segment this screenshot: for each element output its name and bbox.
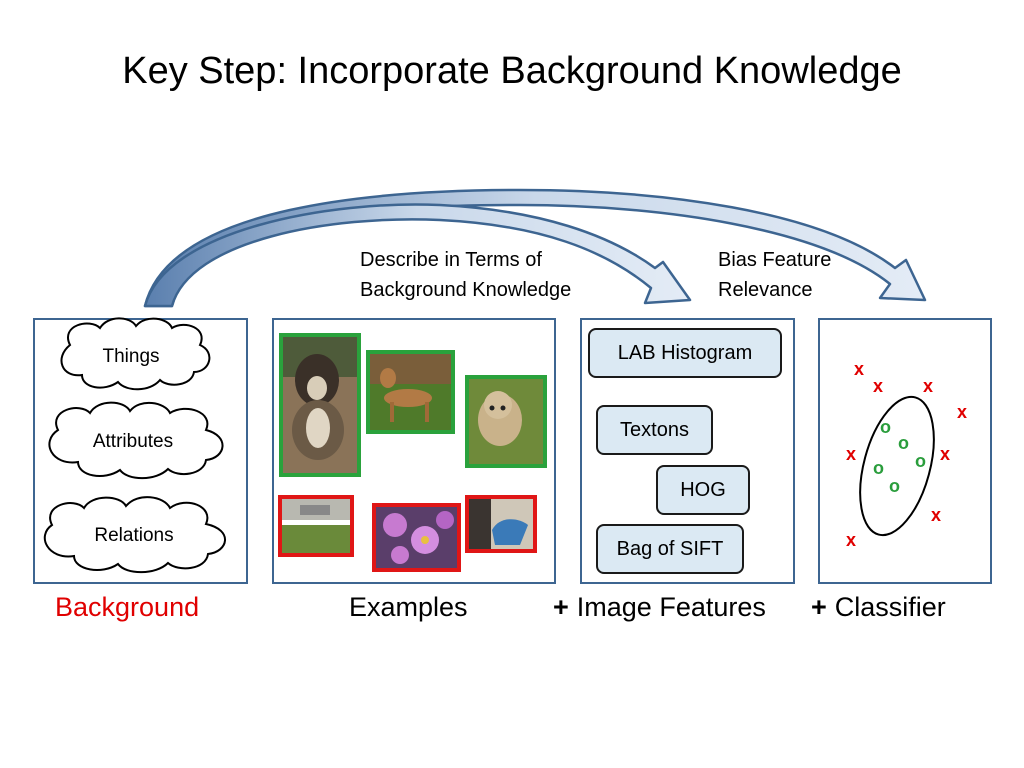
- feature-bag-of-sift: Bag of SIFT: [596, 524, 744, 574]
- negative-example-image: [372, 503, 461, 572]
- cloud-attributes: [48, 401, 224, 480]
- caption-background: Background: [55, 592, 200, 622]
- cloud-relations: [43, 496, 226, 574]
- feature-textons: Textons: [596, 405, 713, 455]
- bias-arrow-label: Bias Feature Relevance: [718, 245, 831, 305]
- plus-sign: +: [553, 592, 569, 622]
- caption-image-features-text: Image Features: [576, 592, 766, 622]
- caption-classifier-text: Classifier: [834, 592, 946, 622]
- negative-sample-mark: x: [854, 359, 865, 379]
- negative-example-image: [278, 495, 354, 557]
- positive-sample-mark: o: [880, 417, 891, 437]
- negative-sample-mark: x: [940, 444, 951, 464]
- negative-sample-mark: x: [957, 402, 968, 422]
- caption-examples: Examples: [349, 592, 468, 622]
- cloud-things: [60, 317, 211, 391]
- negative-example-image: [465, 495, 537, 553]
- plus-sign: +: [811, 592, 827, 622]
- classifier-panel: [818, 318, 992, 584]
- positive-sample-mark: o: [873, 458, 884, 478]
- describe-arrow-label: Describe in Terms of Background Knowledg…: [360, 245, 571, 305]
- caption-image-features: +Image Features: [553, 592, 766, 623]
- slide-title: Key Step: Incorporate Background Knowled…: [122, 50, 902, 92]
- cloud-things-label: Things: [102, 346, 160, 367]
- positive-example-image: [366, 350, 455, 434]
- negative-sample-mark: x: [846, 444, 857, 464]
- describe-label-line-2: Background Knowledge: [360, 279, 572, 301]
- positive-sample-mark: o: [915, 451, 926, 471]
- positive-example-image: [279, 333, 361, 477]
- caption-classifier: +Classifier: [811, 592, 946, 623]
- positive-example-image: [465, 375, 547, 468]
- positive-sample-mark: o: [889, 476, 900, 496]
- cloud-attributes-label: Attributes: [92, 431, 174, 452]
- feature-lab-histogram: LAB Histogram: [588, 328, 782, 378]
- describe-label-line-1: Describe in Terms of: [360, 249, 542, 271]
- negative-sample-mark: x: [931, 505, 942, 525]
- describe-arrow: [143, 203, 692, 308]
- bias-label-line-2: Relevance: [718, 279, 813, 301]
- bias-label-line-1: Bias Feature: [718, 249, 832, 271]
- cloud-relations-label: Relations: [94, 525, 174, 546]
- positive-sample-mark: o: [898, 433, 909, 453]
- negative-sample-mark: x: [846, 530, 857, 550]
- negative-sample-mark: x: [923, 376, 934, 396]
- feature-hog: HOG: [656, 465, 750, 515]
- decision-boundary: [859, 395, 935, 537]
- negative-sample-mark: x: [873, 376, 884, 396]
